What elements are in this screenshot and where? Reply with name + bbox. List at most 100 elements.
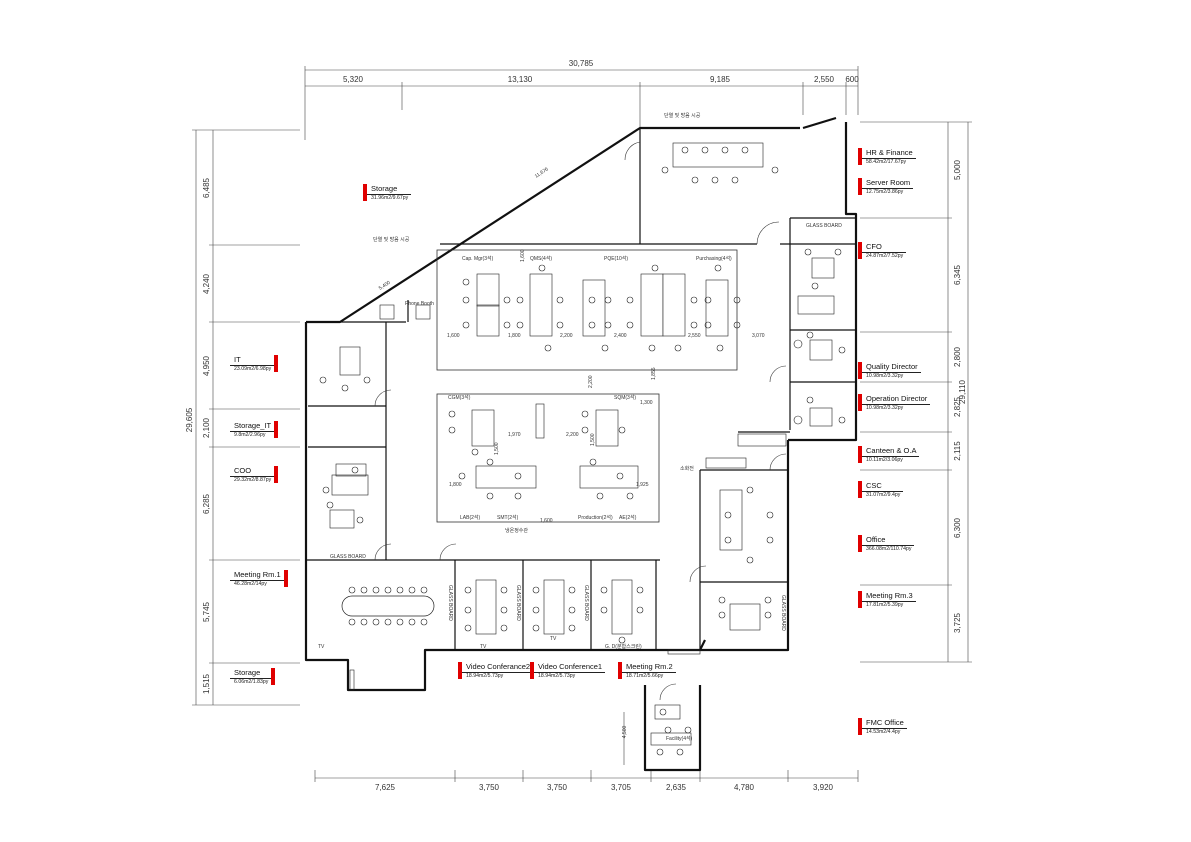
aisle-dim: 2,550: [688, 333, 701, 339]
room-area: 58.42m2/17.67py: [866, 158, 907, 165]
dim-bottom-1: 7,625: [375, 783, 396, 792]
room-name: Storage: [230, 668, 272, 679]
aisle-dim: 1,500: [590, 433, 596, 446]
room-area: 31.07m2/9.4py: [866, 491, 901, 498]
room-area: 17.81m2/5.39py: [866, 601, 904, 608]
room-name: Video Conferance2: [462, 662, 534, 673]
aisle-dimensions: 1,600 1,800 2,200 2,400 2,550 3,070 1,97…: [447, 249, 765, 524]
aisle-dim: 2,400: [614, 333, 627, 339]
team-label: PQE(10석): [604, 255, 628, 262]
room-area: 18.94m2/5.73py: [538, 672, 576, 679]
room-name: Meeting Rm.3: [862, 591, 916, 602]
team-label: QMS(4석): [530, 255, 552, 262]
room-name: Storage_IT: [230, 421, 275, 432]
room-label-video-conf1: Video Conference1 18.94m2/5.73py: [530, 662, 606, 680]
glass-board-v2: GLASS BOARD: [447, 585, 453, 621]
room-name: HR & Finance: [862, 148, 916, 159]
aisle-dim: 1,800: [508, 333, 521, 339]
fire-hydrant-label: 소화전: [680, 465, 694, 472]
tv-label-3: TV: [550, 636, 557, 642]
room-area: 366.08m2/110.74py: [866, 545, 912, 552]
team-label: SMT(2석): [497, 514, 519, 521]
room-name: Meeting Rm.2: [622, 662, 676, 673]
room-name: Video Conference1: [534, 662, 606, 673]
room-label-office: Office 366.08m2/110.74py: [858, 535, 915, 553]
room-name: Storage: [367, 184, 412, 195]
aisle-dim: 1,800: [449, 482, 462, 488]
aisle-dim: 1,600: [520, 249, 526, 262]
plan-notes: 단열 및 방음 시공 단열 및 방음 시공 11,676 5,400 Phone…: [318, 112, 842, 742]
room-label-meeting-rm3: Meeting Rm.3 17.81m2/5.39py: [858, 591, 916, 609]
glass-board-cfo: GLASS BOARD: [806, 223, 842, 229]
aisle-dim: 1,970: [508, 432, 521, 438]
dim-left-total: 29,605: [185, 407, 194, 432]
dim-left-4: 2,100: [202, 417, 211, 438]
room-label-server-room: Server Room 12.75m2/3.86py: [858, 178, 914, 196]
room-area: 46.28m2/14py: [234, 580, 267, 587]
team-label: Cap. Mgr(3석): [462, 255, 494, 262]
room-area: 23.09m2/6.98py: [234, 365, 272, 372]
dim-right-4: 2,825: [953, 396, 962, 417]
team-labels: Cap. Mgr(3석) QMS(4석) PQE(10석) Purchasing…: [448, 255, 732, 521]
plan-fixtures: [335, 304, 787, 691]
dim-right-2: 6,345: [953, 264, 962, 285]
workstations: [329, 142, 835, 746]
interior-walls: [306, 128, 856, 650]
room-name: Quality Director: [862, 362, 921, 373]
diagonal-dim-long: 11,676: [534, 166, 550, 179]
diagonal-dim-short: 5,400: [378, 280, 392, 292]
dim-left-2: 4,240: [202, 273, 211, 294]
aisle-dim: 2,200: [560, 333, 573, 339]
dim-bottom-5: 2,635: [666, 783, 687, 792]
dimension-labels: 30,785 5,320 13,130 9,185 2,550 600 7,62…: [185, 59, 967, 792]
dim-bottom-6: 4,780: [734, 783, 755, 792]
room-label-storage-bottom: Storage 6.06m2/1.83py: [230, 668, 276, 686]
phone-booth-label: Phone Booth: [405, 301, 434, 307]
glass-board-v1: GLASS BOARD: [515, 585, 521, 621]
room-label-cfo: CFO 24.87m2/7.52py: [858, 242, 907, 260]
aisle-dim: 1,300: [640, 400, 653, 406]
tv-label-1: TV: [318, 644, 325, 650]
room-label-operation-director: Operation Director 10.98m2/3.32py: [858, 394, 931, 412]
room-label-coo: COO 29.32m2/8.87py: [230, 466, 279, 484]
room-name: Meeting Rm.1: [230, 570, 284, 581]
facility-label: Facility(4석): [666, 735, 693, 742]
room-area: 18.94m2/5.73py: [466, 672, 504, 679]
aisle-dim: 1,500: [494, 442, 500, 455]
water-heater-label: 냉온정수관: [505, 527, 528, 534]
room-area: 31.96m2/9.67py: [371, 194, 409, 201]
room-name: FMC Office: [862, 718, 907, 729]
aisle-dim: 3,070: [752, 333, 765, 339]
team-label: LAB(2석): [460, 514, 480, 521]
glass-board-m3: GLASS BOARD: [780, 595, 786, 631]
room-area: 9.8m2/2.96py: [234, 431, 266, 438]
room-name: CSC: [862, 481, 904, 492]
room-label-csc: CSC 31.07m2/9.4py: [858, 481, 904, 499]
team-label: AE(2석): [619, 514, 637, 521]
dimension-lines: [192, 66, 972, 782]
dim-right-1: 5,000: [953, 159, 962, 180]
dim-bottom-4: 3,705: [611, 783, 632, 792]
room-label-storage-top: Storage 31.96m2/9.67py: [363, 184, 412, 202]
glass-door-bottom: G. D(분합스크린): [605, 643, 642, 650]
room-name: Server Room: [862, 178, 914, 189]
room-area: 10.98m2/3.32py: [866, 404, 904, 411]
room-area: 29.32m2/8.87py: [234, 476, 272, 483]
room-name: COO: [230, 466, 275, 477]
dim-left-7: 1,515: [202, 673, 211, 694]
exterior-walls: [304, 116, 858, 772]
open-office-zone: [436, 249, 738, 523]
dim-left-3: 4,950: [202, 355, 211, 376]
team-label: CGM(3석): [448, 394, 471, 401]
room-name: Operation Director: [862, 394, 931, 405]
room-area: 10.11m2/3.06py: [866, 456, 903, 463]
dim-top-2: 13,130: [508, 75, 533, 84]
note-mid: 단열 및 방음 시공: [373, 236, 410, 243]
dim-top-1: 5,320: [343, 75, 364, 84]
dim-left-1: 6,485: [202, 177, 211, 198]
room-label-fmc-office: FMC Office 14.53m2/4.4py: [858, 718, 907, 736]
room-name: CFO: [862, 242, 907, 253]
aisle-dim: 1,600: [540, 518, 553, 524]
dim-right-total: 29,110: [958, 380, 967, 404]
dim-right-7: 3,725: [953, 612, 962, 633]
